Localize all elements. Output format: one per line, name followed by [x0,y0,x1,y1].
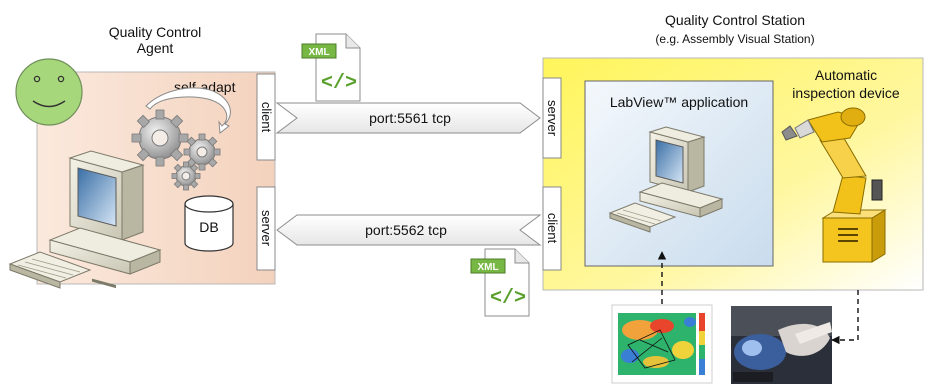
xml-tag-bottom: XML [477,262,498,273]
agent-title-line2: Agent [137,40,174,56]
station-server-port [542,77,562,159]
incoming-port-label: port:5562 tcp [365,222,447,238]
labview-label: LabView™ application [610,94,748,110]
device-connector [831,290,859,345]
outgoing-port-label: port:5561 tcp [369,110,451,126]
smiley-avatar [15,58,83,126]
xml-tag-top: XML [308,47,329,58]
self-adapt-arrow-icon [145,87,231,134]
heatmap-thumbnail [611,304,713,384]
outgoing-arrow [275,102,541,134]
station-computer-icon [608,126,724,233]
device-label-line1: Automatic [815,67,877,83]
station-title: Quality Control Station [665,12,805,28]
station-server-port-label: server [545,100,560,137]
database-icon [184,195,234,252]
agent-server-port-label: server [259,210,274,247]
database-label: DB [199,219,218,235]
inspection-photo-thumbnail [731,306,832,384]
station-client-port [542,186,562,271]
xml-file-icon-top: XML </> [301,33,361,102]
xml-code-bottom: </> [490,287,526,310]
agent-client-port-label: client [259,102,274,133]
device-label-line2: inspection device [792,85,900,101]
agent-server-port [256,186,276,271]
robot-arm-icon [781,107,887,263]
gears-icon [131,109,221,191]
agent-computer-icon [8,150,162,289]
incoming-arrow [276,214,542,246]
agent-client-port [256,73,276,161]
station-client-port-label: client [545,213,560,244]
station-subtitle: (e.g. Assembly Visual Station) [655,32,814,46]
xml-code-top: </> [321,72,357,95]
agent-title-line1: Quality Control [109,24,202,40]
xml-file-icon-bottom: XML </> [470,248,530,317]
